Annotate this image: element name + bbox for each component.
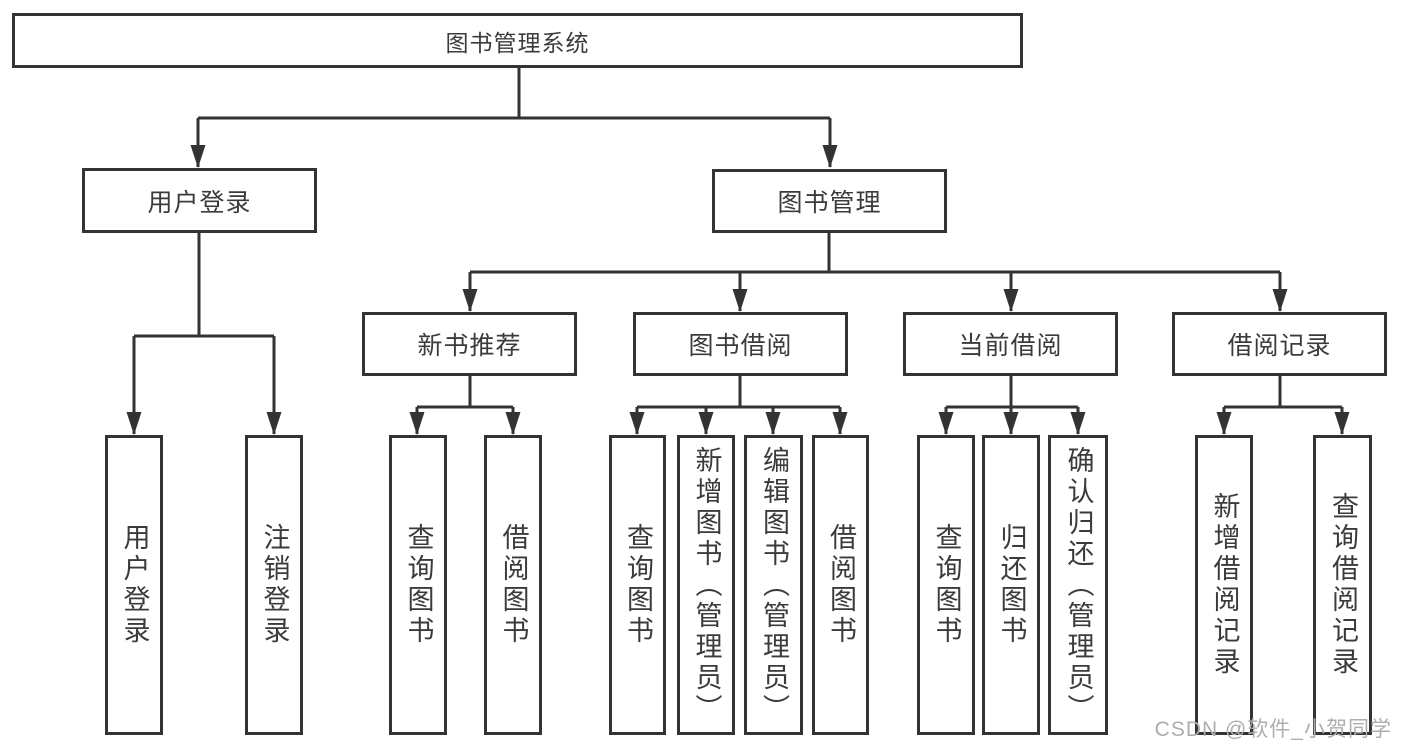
- node-root-system: 图书管理系统: [12, 13, 1023, 68]
- leaf-records-query-borrow-record: 查询借阅记录: [1313, 435, 1372, 735]
- node-current-borrow: 当前借阅: [903, 312, 1118, 376]
- node-label: 用户登录: [119, 523, 150, 647]
- node-label: 查询图书: [403, 523, 434, 647]
- watermark: CSDN @软件_小贺同学: [1154, 718, 1392, 741]
- node-user-login: 用户登录: [82, 168, 317, 233]
- node-label: 图书借阅: [688, 332, 793, 360]
- node-label: 图书管理系统: [445, 29, 590, 56]
- leaf-current-query-books: 查询图书: [917, 435, 975, 735]
- node-label: 当前借阅: [958, 332, 1063, 360]
- leaf-borrow-query-books: 查询图书: [609, 435, 666, 735]
- node-label: 借阅图书: [498, 523, 529, 647]
- leaf-recommend-query-books: 查询图书: [389, 435, 447, 735]
- node-borrow-records: 借阅记录: [1172, 312, 1387, 376]
- node-label: 注销登录: [259, 523, 290, 647]
- node-label: 查询借阅记录: [1328, 492, 1358, 678]
- node-label: 查询图书: [623, 523, 653, 647]
- node-book-management: 图书管理: [712, 169, 947, 233]
- node-label: 借阅图书: [826, 523, 856, 647]
- leaf-borrow-borrow-books: 借阅图书: [812, 435, 869, 735]
- node-label: 用户登录: [147, 188, 252, 217]
- connector-spines: [134, 68, 1342, 409]
- leaf-user-login: 用户登录: [105, 435, 163, 735]
- node-book-borrow: 图书借阅: [633, 312, 848, 376]
- node-label: 归还图书: [996, 523, 1027, 647]
- leaf-borrow-edit-books-admin: 编辑图书（管理员）: [744, 435, 803, 735]
- leaf-logout: 注销登录: [245, 435, 303, 735]
- node-label: 图书管理: [777, 189, 882, 217]
- leaf-current-confirm-return-admin: 确认归还（管理员）: [1048, 435, 1108, 735]
- node-new-book-recommend: 新书推荐: [362, 312, 577, 376]
- node-label: 新增图书（管理员）: [691, 445, 722, 725]
- connector-arrows: [126, 118, 1350, 435]
- node-label: 新书推荐: [417, 332, 522, 360]
- node-label: 新增借阅记录: [1209, 492, 1240, 678]
- leaf-recommend-borrow-books: 借阅图书: [484, 435, 542, 735]
- node-label: 确认归还（管理员）: [1063, 445, 1094, 725]
- leaf-borrow-add-books-admin: 新增图书（管理员）: [677, 435, 735, 735]
- leaf-records-add-borrow-record: 新增借阅记录: [1195, 435, 1253, 735]
- leaf-current-return-books: 归还图书: [982, 435, 1040, 735]
- node-label: 查询图书: [931, 523, 962, 647]
- node-label: 借阅记录: [1227, 332, 1332, 360]
- node-label: 编辑图书（管理员）: [759, 445, 789, 725]
